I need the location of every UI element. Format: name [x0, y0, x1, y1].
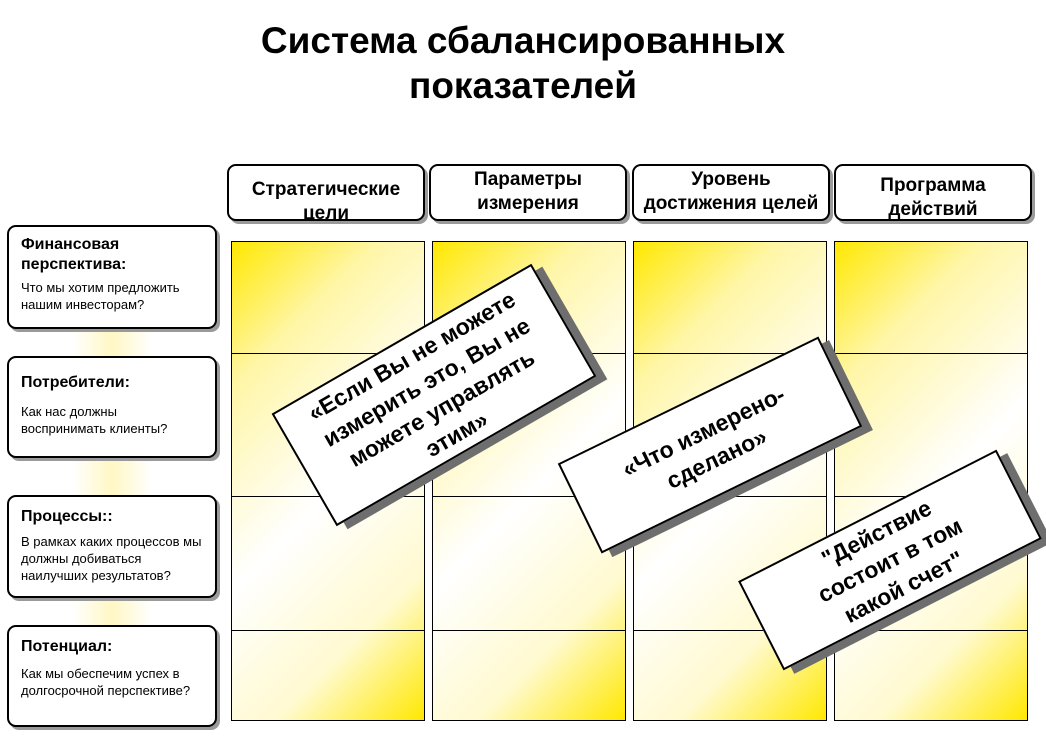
perspective-potential: Потенциал: Как мы обеспечим успех в долг…	[7, 625, 217, 727]
column-header-measures: Параметры измерения	[429, 164, 627, 221]
grid-cell	[433, 630, 625, 720]
perspective-title: Потребители:	[21, 374, 130, 391]
grid-cell	[835, 630, 1027, 720]
perspective-customers: Потребители: Как нас должны воспринимать…	[7, 356, 217, 458]
perspective-title: Потенциал:	[21, 638, 113, 655]
grid-cell	[835, 242, 1027, 353]
perspective-financial: Финансовая перспектива: Что мы хотим пре…	[7, 225, 217, 329]
column-header-line: цели	[303, 203, 349, 221]
perspective-processes: Процессы:: В рамках каких процессов мы д…	[7, 495, 217, 598]
perspective-title: Финансовая перспектива:	[21, 236, 127, 273]
grid-cell	[232, 630, 424, 720]
grid-cell	[232, 242, 424, 353]
grid-cell	[433, 496, 625, 630]
column-header-line: Параметры	[474, 169, 582, 190]
grid-cell	[634, 242, 826, 353]
column-header-line: Стратегические	[251, 179, 401, 200]
perspective-question: Как нас должны воспринимать клиенты?	[21, 404, 168, 436]
column-header-line: Программа	[880, 175, 986, 196]
grid-cell	[232, 496, 424, 630]
perspective-question: Как мы обеспечим успех в долгосрочной пе…	[21, 666, 191, 698]
column-header-line: достижения целей	[643, 193, 819, 214]
title-line-2: показателей	[408, 65, 638, 106]
grid-cell	[835, 353, 1027, 496]
connector-2	[72, 459, 152, 495]
column-header-line: Уровень	[691, 169, 771, 190]
column-header-strategic-goals: Стратегические цели	[227, 164, 425, 221]
page-title: Система сбалансированных показателей	[0, 18, 1046, 108]
connector-3	[72, 598, 152, 625]
perspective-question: В рамках каких процессов мы должны добив…	[21, 534, 202, 583]
column-header-action-program: Программа действий	[834, 164, 1032, 221]
connector-1	[72, 330, 152, 356]
column-header-achievement-level: Уровень достижения целей	[632, 164, 830, 221]
grid-cell	[634, 630, 826, 720]
column-header-line: действий	[888, 199, 978, 220]
title-line-1: Система сбалансированных	[260, 20, 786, 61]
column-header-line: измерения	[477, 193, 579, 214]
perspective-question: Что мы хотим предложить нашим инвесторам…	[21, 280, 180, 312]
grid-cell	[634, 353, 826, 496]
grid-cell	[634, 496, 826, 630]
grid-cell	[232, 353, 424, 496]
perspective-title: Процессы::	[21, 508, 113, 525]
